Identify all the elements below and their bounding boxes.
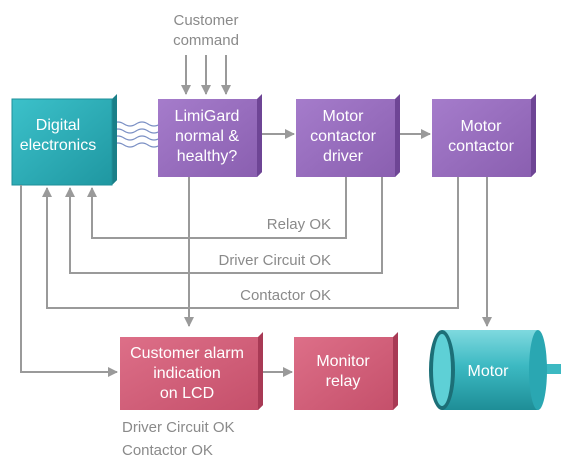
customer-command-label-line2: command xyxy=(173,32,239,49)
limigard-line2: normal & xyxy=(175,128,239,145)
bottom-note-line2: Contactor OK xyxy=(122,442,213,459)
signal-waves xyxy=(111,121,161,148)
motor-label: Motor xyxy=(468,363,510,380)
driver-circuit-ok-feedback-line xyxy=(65,177,383,274)
motor-contactor-box: Motor contactor xyxy=(432,94,536,177)
limigard-box: LimiGard normal & healthy? xyxy=(158,94,262,177)
customer-command-label-line1: Customer xyxy=(173,12,238,29)
contactor-ok-label: Contactor OK xyxy=(240,287,331,304)
driver-circuit-ok-label: Driver Circuit OK xyxy=(218,252,331,269)
motor-contactor-driver-line2: contactor xyxy=(310,128,376,145)
digital-electronics-box: Digital electronics xyxy=(11,94,117,186)
digital-electronics-line2: electronics xyxy=(20,137,96,154)
motor-contactor-driver-line1: Motor xyxy=(323,108,365,125)
motor-contactor-line2: contactor xyxy=(448,138,514,155)
motor-contactor-driver-box: Motor contactor driver xyxy=(296,94,400,177)
contactor-ok-feedback-line xyxy=(42,177,459,309)
monitor-relay-line2: relay xyxy=(326,373,361,390)
limigard-line3: healthy? xyxy=(177,148,238,165)
motor-shaft xyxy=(536,364,561,374)
customer-alarm-line2: indication xyxy=(153,365,221,382)
relay-ok-label: Relay OK xyxy=(267,216,331,233)
monitor-relay-box: Monitor relay xyxy=(294,332,398,410)
arrow-digital-to-alarm xyxy=(20,185,118,377)
relay-ok-feedback-line xyxy=(87,177,347,239)
customer-alarm-box: Customer alarm indication on LCD xyxy=(120,332,263,410)
digital-electronics-line1: Digital xyxy=(36,117,80,134)
customer-alarm-line3: on LCD xyxy=(160,385,214,402)
customer-alarm-line1: Customer alarm xyxy=(130,345,244,362)
motor-contactor-line1: Motor xyxy=(461,118,503,135)
limigard-line1: LimiGard xyxy=(175,108,240,125)
motor-contactor-driver-line3: driver xyxy=(323,148,364,165)
bottom-note-line1: Driver Circuit OK xyxy=(122,419,235,436)
motor-cylinder: Motor xyxy=(429,330,561,410)
monitor-relay-line1: Monitor xyxy=(316,353,370,370)
